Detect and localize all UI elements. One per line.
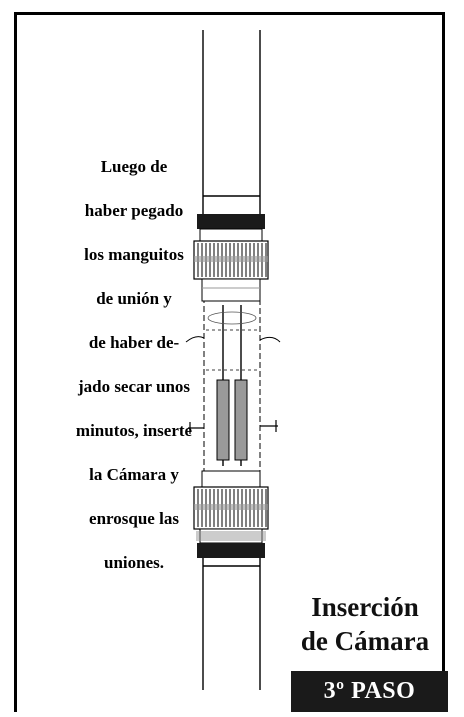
upper-pipe (202, 30, 261, 214)
camera-insertion-drawing (185, 30, 281, 690)
instruction-line: jado secar unos (77, 377, 191, 396)
camera-body (185, 300, 281, 472)
instruction-line: enrosque las (89, 509, 179, 528)
instruction-line: haber pegado (84, 201, 184, 220)
instruction-line: de haber de- (88, 333, 180, 352)
instruction-line: los manguitos (84, 245, 184, 264)
instruction-line: uniones. (104, 553, 164, 572)
instruction-line: de unión y (96, 289, 172, 308)
lower-pipe (202, 558, 261, 690)
upper-union-nut (193, 228, 269, 302)
lower-union-nut (193, 470, 269, 544)
upper-collar (197, 214, 265, 229)
step-badge: 3º PASO (291, 671, 448, 712)
instruction-line: la Cámara y (89, 465, 179, 484)
instruction-line: minutos, inserte (75, 421, 193, 440)
instruction-line: Luego de (100, 157, 168, 176)
instruction-text: Luego de haber pegado los manguitos de u… (34, 134, 234, 574)
title-line-1: Inserción (311, 592, 419, 622)
page-border (14, 12, 445, 712)
section-title: Inserción de Cámara (280, 590, 450, 658)
title-line-2: de Cámara (300, 626, 430, 656)
lower-collar (197, 543, 265, 558)
